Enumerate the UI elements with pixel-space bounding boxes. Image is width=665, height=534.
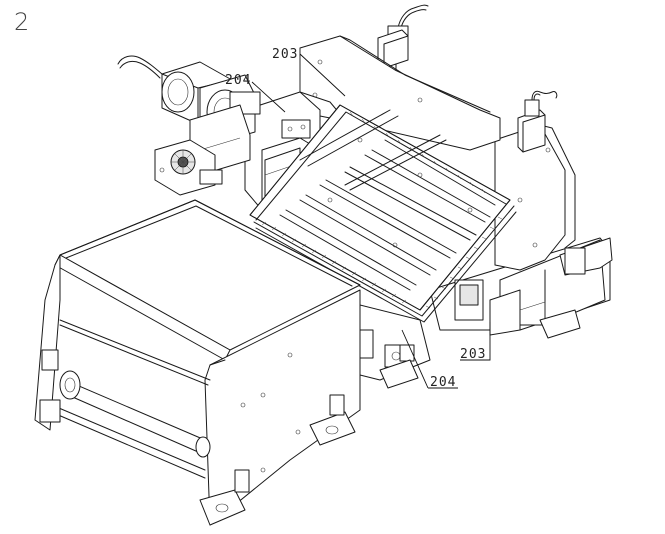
- label-203-right: 203: [460, 347, 486, 362]
- motor-assembly: [117, 55, 261, 176]
- front-mount: [339, 299, 431, 381]
- leader-lines: [251, 53, 491, 389]
- label-204-bottom: 204: [430, 375, 456, 390]
- right-sensor: [517, 90, 558, 153]
- central-frame: [249, 104, 517, 323]
- figure-number: 2: [14, 8, 29, 36]
- gear-drive: [154, 139, 223, 196]
- hopper: [34, 199, 361, 526]
- label-204-top: 204: [225, 73, 251, 88]
- roller: [39, 349, 211, 458]
- right-base: [429, 237, 613, 336]
- label-203-top: 203: [272, 47, 298, 62]
- feet: [199, 309, 581, 526]
